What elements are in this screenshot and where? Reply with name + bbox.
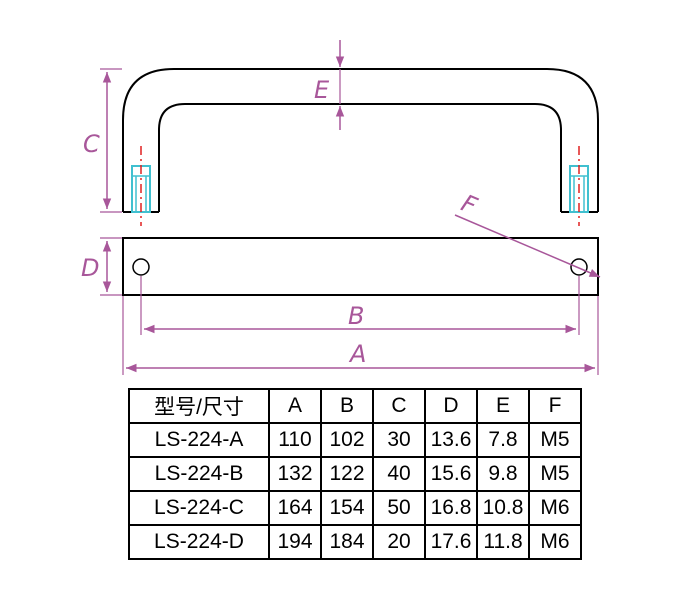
cell-a: 132 [268,456,322,492]
cell-d: 16.8 [424,490,478,526]
cell-d: 17.6 [424,524,478,560]
table-row: LS-224-B 132 122 40 15.6 9.8 M5 [128,456,582,492]
cell-model: LS-224-D [128,524,270,560]
spec-table: 型号/尺寸 A B C D E F LS-224-A 110 102 30 13… [128,388,582,560]
cell-f: M5 [528,456,582,492]
cell-model: LS-224-B [128,456,270,492]
dimension-b: B [140,276,580,335]
cell-d: 15.6 [424,456,478,492]
cell-c: 50 [372,490,426,526]
cell-a: 164 [268,490,322,526]
cell-model: LS-224-A [128,422,270,458]
svg-text:D: D [81,254,99,282]
header-d: D [424,388,478,424]
cell-e: 7.8 [476,422,530,458]
table-row: LS-224-D 194 184 20 17.6 11.8 M6 [128,524,582,560]
table-header-row: 型号/尺寸 A B C D E F [128,388,582,424]
svg-text:E: E [314,76,330,104]
cell-b: 154 [320,490,374,526]
cell-c: 20 [372,524,426,560]
cell-b: 102 [320,422,374,458]
cell-d: 13.6 [424,422,478,458]
header-b: B [320,388,374,424]
header-model-size: 型号/尺寸 [128,388,270,424]
dimension-e: E [314,40,345,130]
svg-text:C: C [83,130,100,158]
table-row: LS-224-C 164 154 50 16.8 10.8 M6 [128,490,582,526]
left-mount-hole [132,258,150,276]
cell-e: 11.8 [476,524,530,560]
dimension-c: C [83,68,122,213]
header-f: F [528,388,582,424]
cell-f: M6 [528,490,582,526]
cell-b: 184 [320,524,374,560]
cell-f: M6 [528,524,582,560]
cell-c: 40 [372,456,426,492]
header-c: C [372,388,426,424]
cell-model: LS-224-C [128,490,270,526]
svg-text:A: A [348,340,366,368]
cell-e: 9.8 [476,456,530,492]
header-e: E [476,388,530,424]
cell-b: 122 [320,456,374,492]
table-row: LS-224-A 110 102 30 13.6 7.8 M5 [128,422,582,458]
dimension-d: D [81,237,122,296]
cell-c: 30 [372,422,426,458]
cell-a: 110 [268,422,322,458]
dimension-f: F [454,189,601,278]
right-mount-hole [570,258,588,276]
cell-f: M5 [528,422,582,458]
header-a: A [268,388,322,424]
cell-e: 10.8 [476,490,530,526]
svg-text:B: B [348,302,364,330]
handle-top-view [122,237,599,296]
handle-inner-outline [158,103,562,212]
cell-a: 194 [268,524,322,560]
dimension-a: A [122,296,599,375]
svg-text:F: F [457,189,482,221]
handle-outer-outline [122,68,599,212]
